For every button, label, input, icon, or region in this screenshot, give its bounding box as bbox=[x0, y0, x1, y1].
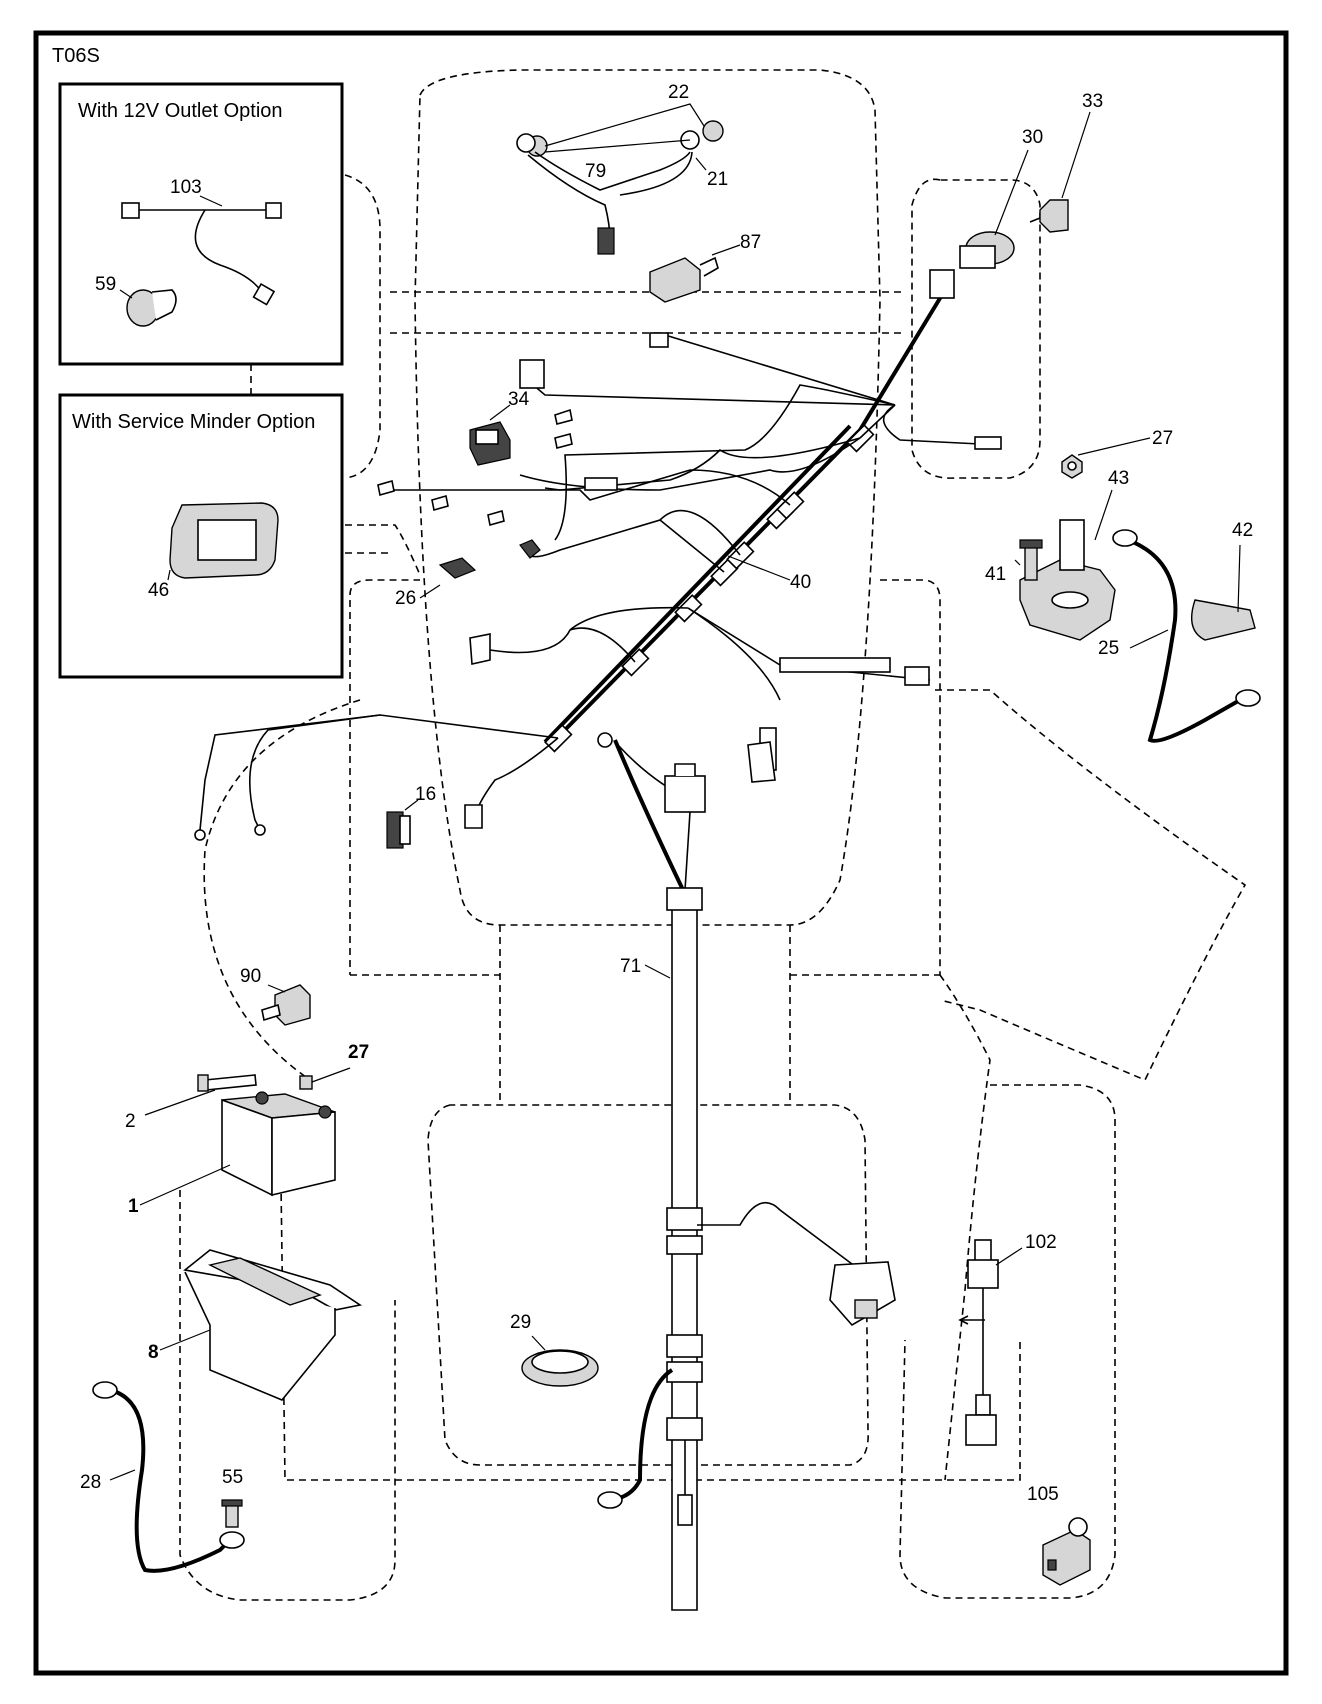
callout-2: 2 bbox=[125, 1111, 136, 1132]
callout-34: 34 bbox=[508, 389, 530, 410]
callout-102: 102 bbox=[1025, 1232, 1057, 1253]
callout-27-battery: 27 bbox=[348, 1042, 369, 1063]
headlight-harness: 22 79 21 bbox=[516, 82, 728, 255]
switch-16-part: 16 bbox=[386, 784, 436, 849]
callout-21: 21 bbox=[707, 169, 728, 190]
connector-102-part: 102 bbox=[958, 1232, 1057, 1446]
callout-27-solenoid: 27 bbox=[1152, 428, 1173, 449]
callout-105: 105 bbox=[1027, 1484, 1059, 1505]
cable-28-part: 28 55 bbox=[80, 1381, 245, 1573]
callout-42: 42 bbox=[1232, 520, 1253, 541]
ignition-key-33-part: 33 bbox=[1029, 91, 1103, 233]
relay-87-part: 87 bbox=[649, 232, 761, 303]
switch-34-part: 34 bbox=[469, 389, 530, 466]
starter-solenoid-group: 27 43 41 42 25 bbox=[985, 428, 1261, 743]
callout-59: 59 bbox=[95, 274, 116, 295]
fuse-26-part: 26 bbox=[395, 557, 477, 609]
callout-29: 29 bbox=[510, 1312, 531, 1333]
option-box-12v-outlet: With 12V Outlet Option 103 59 bbox=[58, 82, 344, 366]
tractor-outline bbox=[179, 69, 1247, 1601]
harness-71: 71 bbox=[597, 732, 896, 1611]
callout-30: 30 bbox=[1022, 127, 1043, 148]
option-title-service-minder: With Service Minder Option bbox=[72, 411, 315, 433]
callout-87: 87 bbox=[740, 232, 761, 253]
diagram-code: T06S bbox=[52, 45, 100, 67]
callout-41: 41 bbox=[985, 564, 1006, 585]
callout-33: 33 bbox=[1082, 91, 1103, 112]
switch-90-part: 90 bbox=[240, 966, 311, 1026]
horn-29-part: 29 bbox=[510, 1312, 599, 1387]
main-harness-40: 40 bbox=[194, 269, 1002, 841]
callout-79: 79 bbox=[585, 161, 606, 182]
battery-group: 2 27 1 8 bbox=[125, 1042, 369, 1401]
callout-8: 8 bbox=[148, 1342, 159, 1363]
callout-26: 26 bbox=[395, 588, 416, 609]
callout-22: 22 bbox=[668, 82, 689, 103]
solenoid-105-part: 105 bbox=[1027, 1484, 1091, 1586]
callout-90: 90 bbox=[240, 966, 261, 987]
page-frame bbox=[33, 30, 1289, 1676]
callout-40: 40 bbox=[790, 572, 811, 593]
callout-103: 103 bbox=[170, 177, 202, 198]
option-title-12v-outlet: With 12V Outlet Option bbox=[78, 100, 283, 122]
callout-43: 43 bbox=[1108, 468, 1129, 489]
callout-28: 28 bbox=[80, 1472, 101, 1493]
callout-55: 55 bbox=[222, 1467, 243, 1488]
ignition-switch-30-part: 30 bbox=[959, 127, 1043, 269]
callout-71: 71 bbox=[620, 956, 641, 977]
option-box-service-minder: With Service Minder Option 46 bbox=[58, 393, 344, 679]
callout-46: 46 bbox=[148, 580, 169, 601]
callout-25: 25 bbox=[1098, 638, 1119, 659]
callout-1: 1 bbox=[128, 1196, 139, 1217]
callout-16: 16 bbox=[415, 784, 436, 805]
